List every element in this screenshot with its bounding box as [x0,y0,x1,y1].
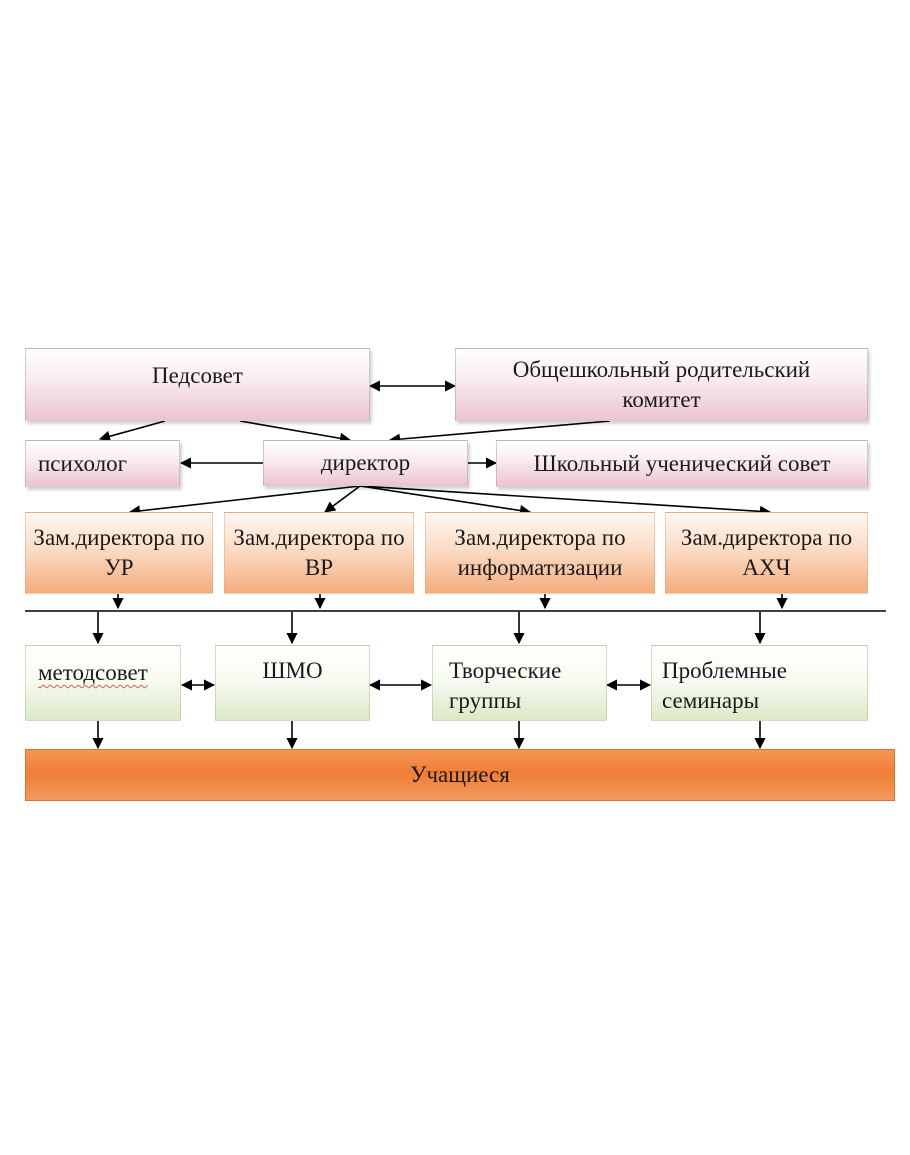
label-deputy-vr: Зам.директора по ВР [233,525,405,580]
label-deputy-info: Зам.директора по информатизации [454,525,626,580]
box-psychologist: психолог [25,440,180,487]
arrow-director-ur [128,485,361,517]
label-deputy-ur: Зам.директора по УР [33,525,205,580]
arrow-director-info [359,485,532,517]
box-deputy-info: Зам.директора по информатизации [425,512,655,594]
label-seminars: Проблемные семинары [662,658,787,713]
box-seminars: Проблемные семинары [651,645,868,721]
label-psychologist: психолог [38,450,128,476]
label-students: Учащиеся [410,762,510,788]
label-metodsovet: методсовет [38,660,148,685]
box-director: директор [263,440,468,486]
box-pedsovet: Педсовет [25,348,370,421]
box-metodsovet: методсовет [25,645,181,721]
label-director: директор [320,450,411,476]
box-shmo: ШМО [215,645,370,721]
arrow-pedsovet-director [239,420,352,444]
label-creative: Творческие группы [449,658,562,713]
arrow-director-ahch [359,485,772,517]
box-student-council: Школьный ученический совет [496,440,868,487]
label-student-council: Школьный ученический совет [533,450,831,476]
label-parent-committee: Общешкольный родительский комитет [512,356,811,412]
arrow-director-vr [324,485,361,513]
box-creative: Творческие группы [432,645,607,721]
box-parent-committee: Общешкольный родительский комитет [455,348,868,421]
label-deputy-ahch: Зам.директора по АХЧ [680,525,853,580]
label-pedsovet: Педсовет [152,363,243,388]
arrow-committee-director [388,420,611,445]
label-shmo: ШМО [262,658,323,683]
box-students: Учащиеся [25,749,895,801]
box-deputy-ahch: Зам.директора по АХЧ [665,512,868,594]
arrow-pedsovet-psychologist [98,420,166,442]
box-deputy-vr: Зам.директора по ВР [224,512,414,594]
box-deputy-ur: Зам.директора по УР [25,512,213,594]
